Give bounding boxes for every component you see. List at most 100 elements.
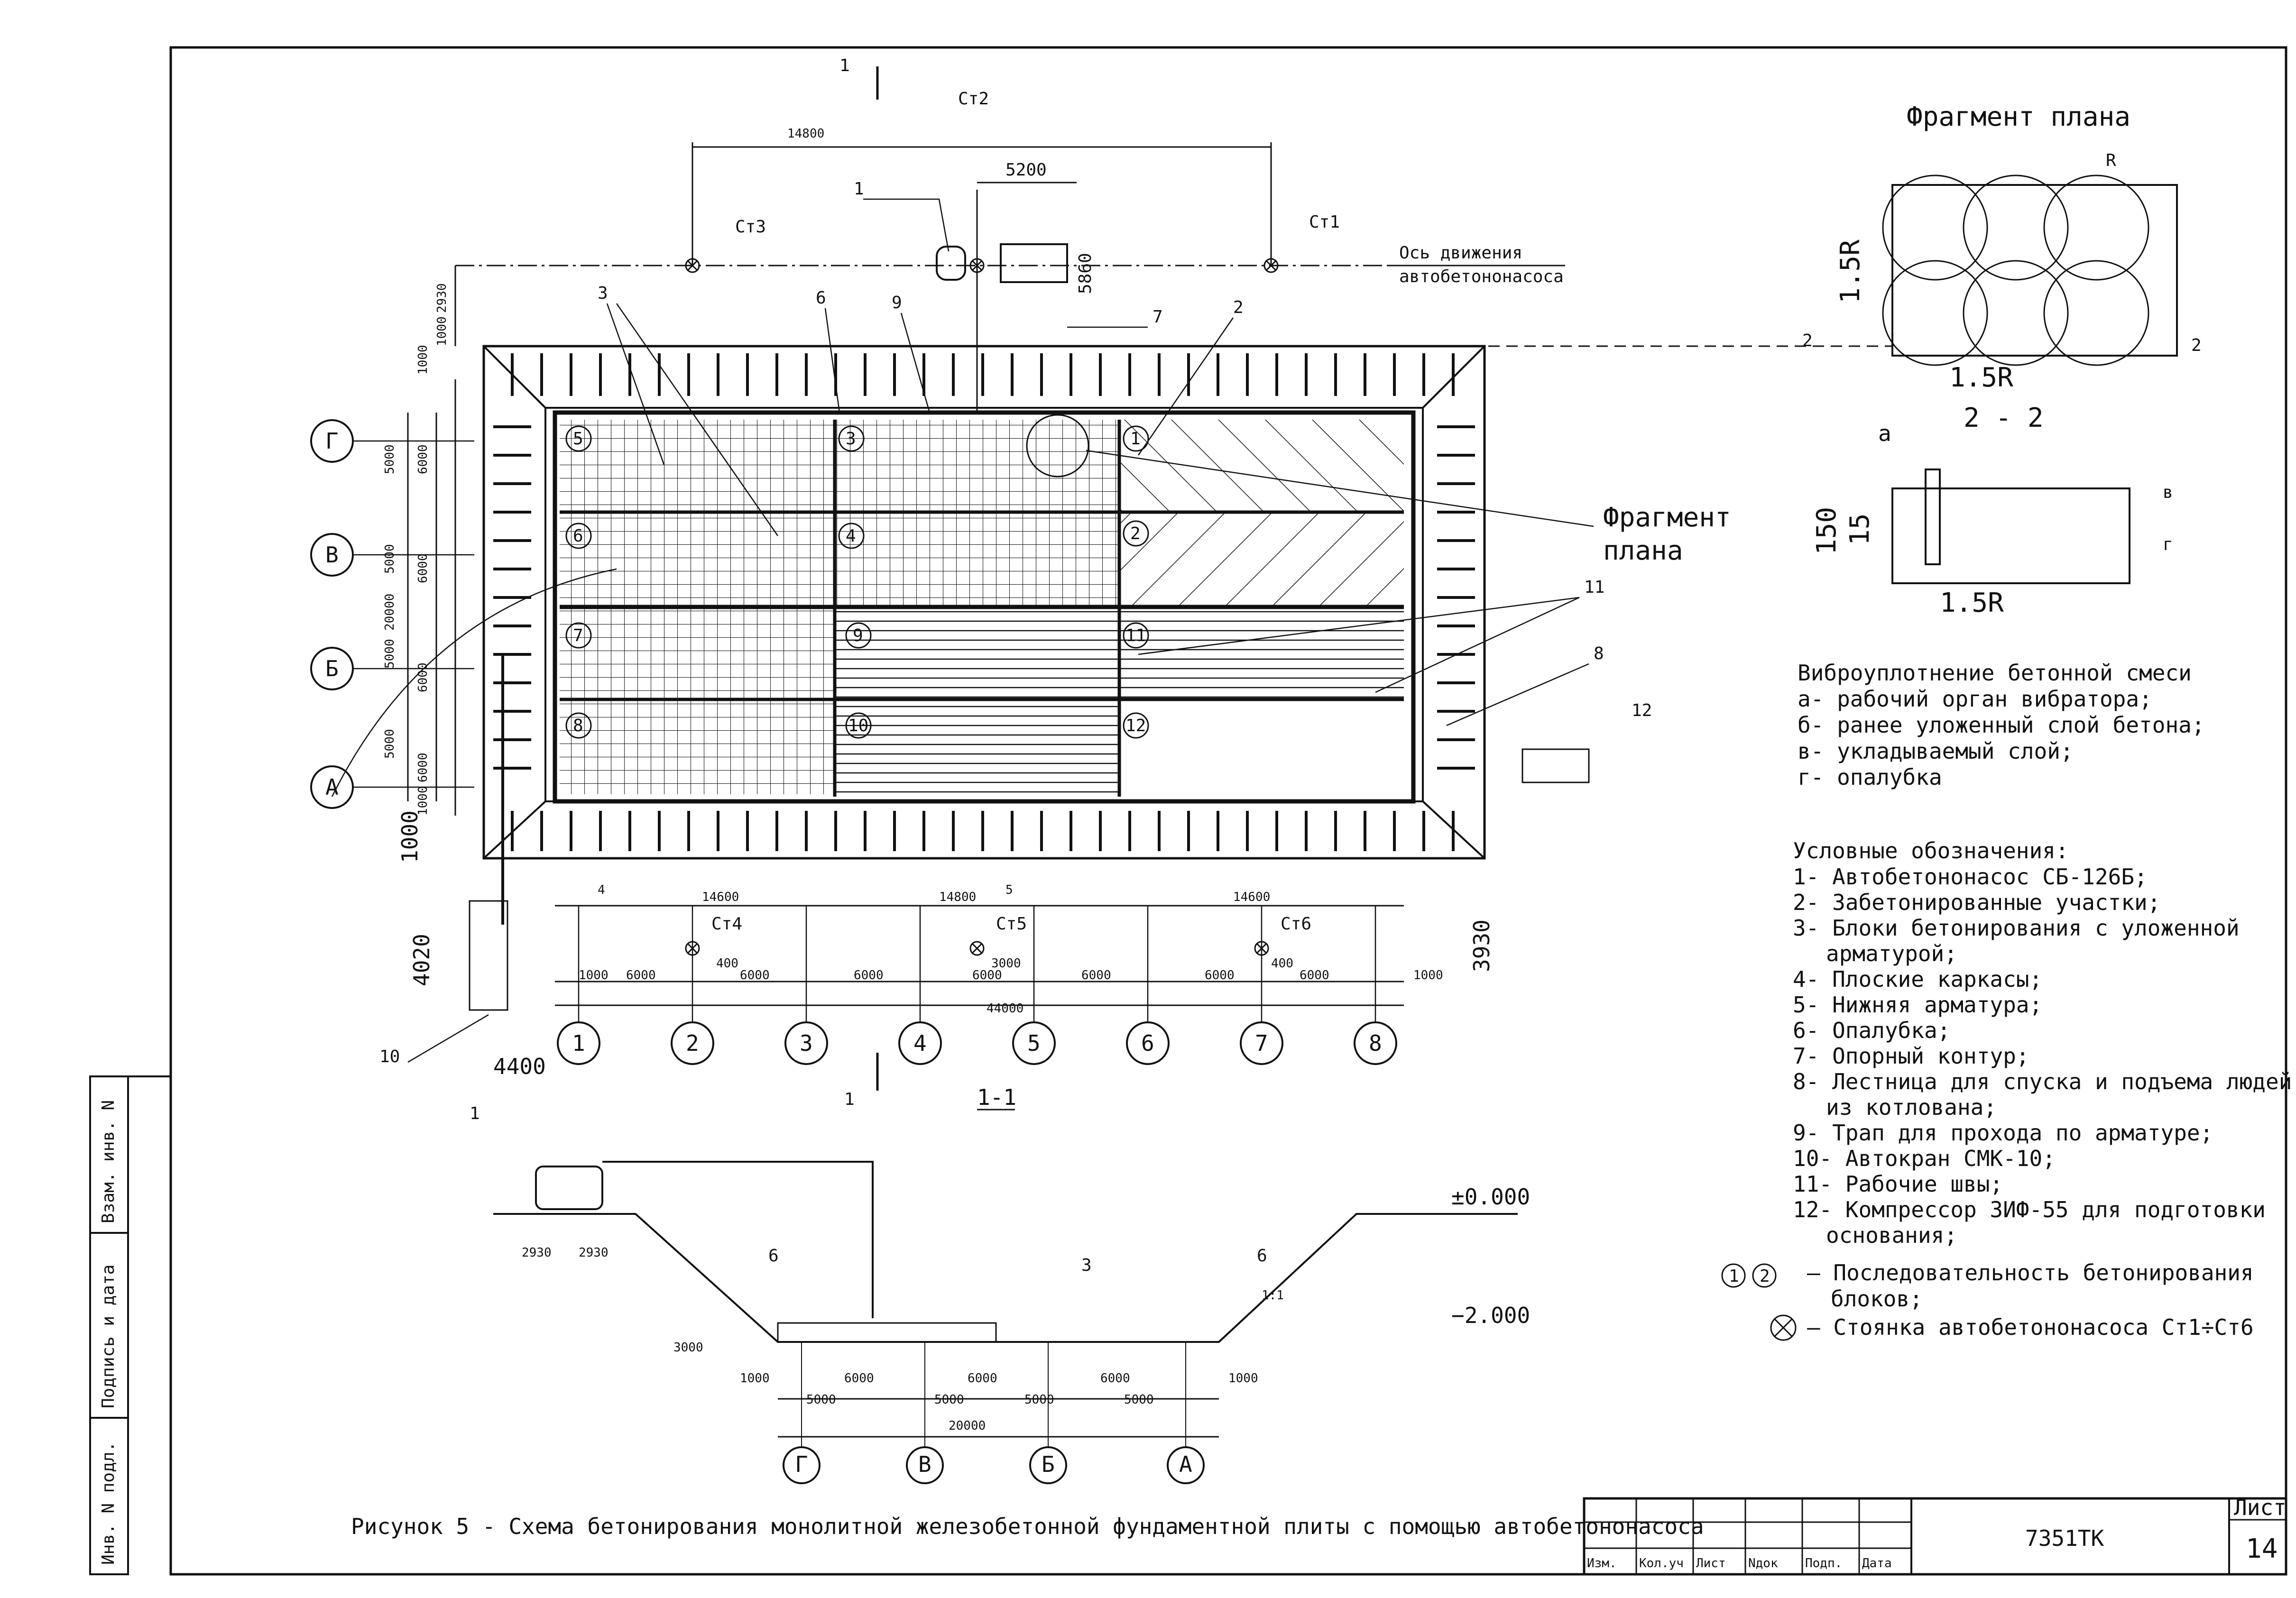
legend-item: из котлована;	[1826, 1094, 1997, 1120]
callout-10: 10	[379, 1047, 400, 1066]
block-number: 9	[853, 626, 863, 645]
dim-3930: 3930	[1469, 919, 1494, 972]
foundation-slab	[553, 410, 1416, 804]
block-number-circle	[845, 622, 872, 649]
station-st4: Ст4	[711, 914, 742, 934]
legend-item: 8- Лестница для спуска и подъема людей	[1793, 1069, 2292, 1094]
truck-mixer-icon	[1000, 243, 1068, 283]
block-grid-left	[560, 420, 835, 699]
sec11-dim-label: 1000	[740, 1371, 770, 1386]
plan-callouts: 3 6 9 7 2 1 11 8 12 4 5 10 Фрагмент план…	[331, 56, 1731, 1111]
vibration-item-g: г- опалубка	[1798, 764, 1942, 790]
column-axis-label: 4	[913, 1030, 927, 1056]
block-number-circle	[565, 523, 592, 549]
sec22-a: а	[1878, 421, 1891, 446]
vibration-item-v: в- укладываемый слой;	[1798, 738, 2074, 764]
dim-14800-top: 14800	[787, 127, 824, 141]
vibration-notes: Виброуплотнение бетонной смеси а- рабочи…	[1798, 660, 2205, 790]
top-dimensions: 14800 5200 5860 2930 1000 Ст3 Ст2 Ст1 Ос…	[435, 89, 1565, 346]
station-st5: Ст5	[996, 914, 1027, 934]
legend-seq-text: – Последовательность бетонирования	[1807, 1260, 2254, 1286]
callout-3: 3	[598, 284, 608, 303]
bottom-dimensions: 14600 14800 14600 Ст4 Ст5 Ст6 400 3000 4…	[397, 810, 1494, 1079]
callout-7: 7	[1153, 307, 1163, 327]
callout-11: 11	[1584, 578, 1604, 597]
dim-400-a: 400	[716, 956, 738, 971]
sec11-callout-1: 1	[470, 1104, 480, 1123]
block-number: 12	[1125, 716, 1146, 735]
block-concreted-2	[1119, 512, 1404, 607]
dim-1000-left: 1000	[397, 810, 423, 863]
fragment-plan-title: Фрагмент плана	[1907, 101, 2130, 132]
sec11-dim-label: 5000	[934, 1393, 964, 1407]
title-block-column: Дата	[1862, 1556, 1892, 1570]
sec11-dim-label: 5000	[806, 1393, 836, 1407]
block-number: 8	[573, 716, 583, 735]
left-dim-label: 5000	[383, 444, 397, 474]
sheet-label: Лист	[2234, 1495, 2287, 1520]
row-axis-label: Б	[325, 656, 339, 681]
row-axis-label: Г	[325, 428, 339, 454]
bottom-dim-label: 1000	[579, 968, 609, 983]
legend-item: 1- Автобетононасос СБ-126Б;	[1793, 864, 2148, 890]
dim-4020: 4020	[409, 934, 434, 986]
sec11-callout-3: 3	[1081, 1256, 1092, 1275]
row-axis-label: В	[325, 542, 339, 568]
side-stamp-sign: Подпись и дата	[99, 1265, 118, 1408]
callout-2: 2	[1233, 298, 1244, 317]
vibration-title: Виброуплотнение бетонной смеси	[1798, 660, 2192, 686]
sec22-v: в	[2163, 483, 2173, 502]
title-block-column: Nдок	[1748, 1556, 1778, 1570]
legend-station-text: – Стоянка автобетононасоса Ст1÷Ст6	[1807, 1314, 2254, 1340]
fragment-r-label: R	[2106, 151, 2116, 170]
block-number: 4	[846, 526, 856, 546]
legend-item: 10- Автокран СМК-10;	[1793, 1146, 2056, 1171]
title-block-column: Подп.	[1805, 1556, 1842, 1570]
legend-item: 5- Нижняя арматура;	[1793, 992, 2042, 1018]
dim-14600-a: 14600	[702, 890, 739, 904]
sec11-callout-6b: 6	[1257, 1246, 1267, 1266]
compressor-box	[1521, 748, 1590, 783]
station-st2: Ст2	[958, 89, 989, 109]
block-number-circle	[1123, 520, 1149, 547]
axis-movement-label: Ось движения	[1399, 243, 1522, 263]
callout-12: 12	[1632, 701, 1652, 720]
column-axis-label: 8	[1369, 1030, 1382, 1056]
sec11-dim-label: 1000	[1228, 1371, 1258, 1386]
legend-item: 12- Компрессор ЗИФ-55 для подготовки	[1793, 1197, 2266, 1222]
block-number-circle	[565, 712, 592, 739]
level-top: ±0.000	[1451, 1184, 1530, 1210]
callout-4: 4	[598, 883, 605, 897]
bottom-dim-label: 6000	[854, 968, 884, 983]
block-concreted-1	[1119, 420, 1404, 512]
bottom-dim-label: 6000	[1081, 968, 1111, 983]
sequence-1-label: 1	[1729, 1267, 1739, 1286]
fragment-plan: Фрагмент плана R 1.5R 1.5R 2 2 2 - 2	[1470, 101, 2202, 433]
sec11-axis-label: А	[1179, 1451, 1192, 1477]
sec11-dim-label: 5000	[1024, 1393, 1054, 1407]
sec11-axis-label: Г	[795, 1451, 808, 1477]
figure-caption: Рисунок 5 - Схема бетонирования монолитн…	[351, 1514, 1704, 1539]
sec11-dim-20000: 20000	[949, 1419, 986, 1433]
dim-2930: 2930	[435, 283, 449, 313]
sequence-1-icon	[1721, 1263, 1746, 1288]
dim-3000-st: 3000	[991, 956, 1021, 971]
left-dim-label: 6000	[416, 444, 430, 474]
legend-item: 3- Блоки бетонирования с уложенной	[1793, 915, 2240, 941]
sec22-dim-15: 15	[1844, 514, 1875, 545]
callout-9: 9	[892, 293, 902, 312]
axis-movement-label2: автобетононасоса	[1399, 267, 1564, 286]
callout-8: 8	[1594, 644, 1604, 663]
block-number: 11	[1125, 626, 1146, 645]
column-axis-label: 6	[1141, 1030, 1154, 1056]
sec11-dim-3000: 3000	[673, 1341, 703, 1355]
fragment-dim-vertical: 1.5R	[1835, 239, 1866, 303]
legend-item: 2- Забетонированные участки;	[1793, 890, 2160, 915]
block-number-circle	[565, 622, 592, 649]
sequence-2-label: 2	[1760, 1267, 1770, 1286]
fragment-dim-horizontal: 1.5R	[1949, 362, 2013, 393]
sec22-dim-150: 150	[1811, 507, 1842, 555]
